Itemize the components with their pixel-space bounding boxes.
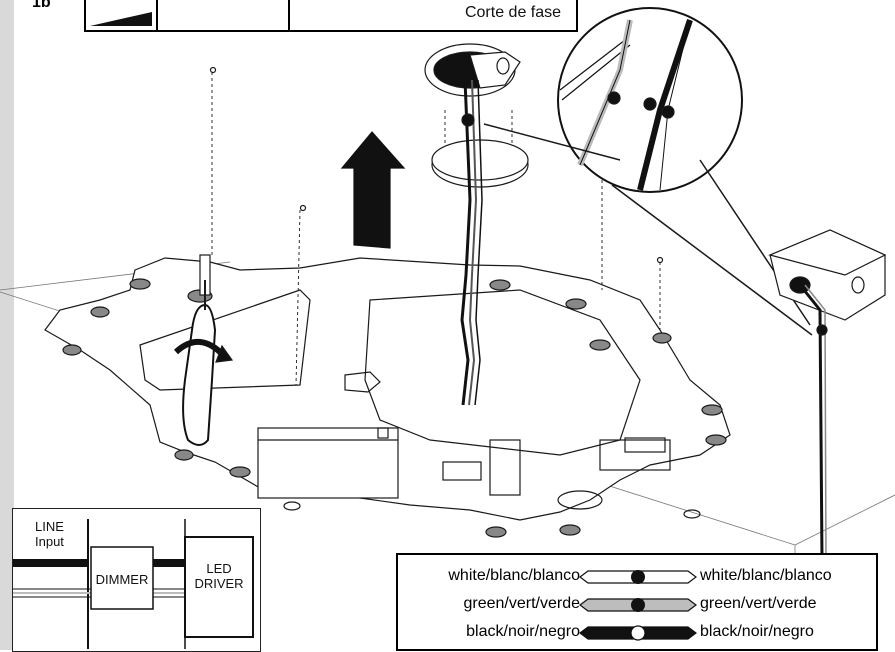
- wire-color-legend: white/blanc/blanco white/blanc/blanco gr…: [396, 553, 878, 651]
- legend-row-white: white/blanc/blanco white/blanc/blanco: [398, 565, 876, 589]
- header-cell-2: [158, 0, 290, 30]
- white-wire-icon: [579, 570, 697, 584]
- legend-left-label: black/noir/negro: [466, 623, 580, 640]
- green-wire-icon: [579, 598, 697, 612]
- line-input-text: LINE Input: [35, 519, 64, 549]
- wiring-schematic: LINE Input DIMMER LED DRIVER: [12, 508, 261, 652]
- section-label: 1b: [32, 0, 51, 11]
- left-margin-bar: [0, 0, 14, 650]
- legend-row-black: black/noir/negro black/noir/negro: [398, 621, 876, 645]
- up-arrow-icon: [340, 131, 406, 249]
- legend-left-label: green/vert/verde: [463, 595, 580, 612]
- legend-left-label: white/blanc/blanco: [448, 567, 580, 584]
- dimming-type-label: Corte de fase: [464, 4, 562, 21]
- legend-right-label: green/vert/verde: [700, 595, 817, 612]
- dimmer-ramp-icon: [90, 12, 152, 26]
- wiring-lines: [13, 519, 254, 649]
- led-driver-label: LED DRIVER: [194, 561, 244, 591]
- legend-right-label: black/noir/negro: [700, 623, 814, 640]
- legend-row-green: green/vert/verde green/vert/verde: [398, 593, 876, 617]
- black-wire-icon: [579, 625, 697, 641]
- line-input-label: LINE Input: [35, 519, 64, 549]
- header-table: Corte de fase: [84, 0, 578, 32]
- ramp-cell: [86, 0, 158, 30]
- legend-right-label: white/blanc/blanco: [700, 567, 832, 584]
- dimmer-label: DIMMER: [95, 572, 149, 587]
